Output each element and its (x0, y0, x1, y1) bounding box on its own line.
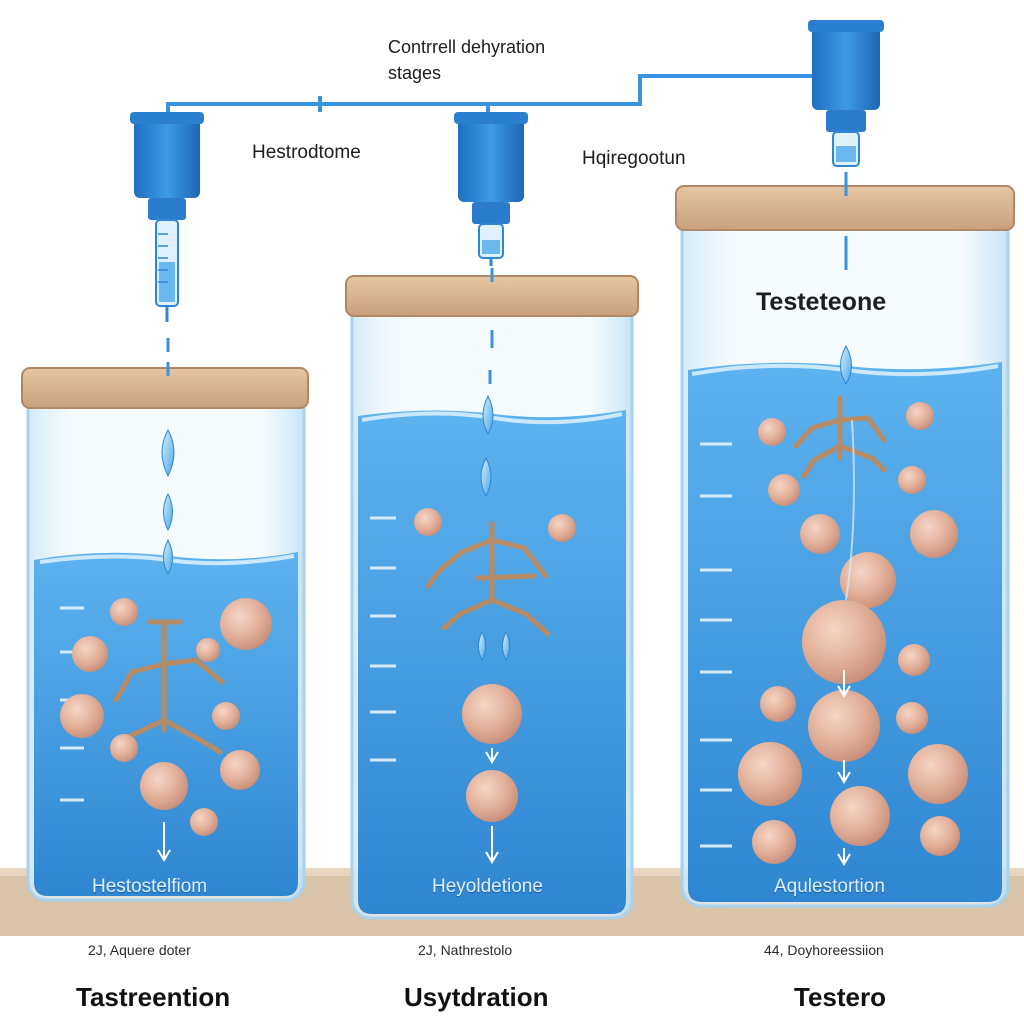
injector-label-1: Hestrodtome (252, 142, 361, 163)
container-1-inner-label: Hestostelfiom (92, 876, 208, 897)
container-1-sub-label: 2J, Aquere doter (88, 942, 191, 958)
diagram-title-line1: Contrrell dehyration (388, 37, 546, 57)
container-2-inner-label: Heyoldetione (432, 876, 543, 897)
injector-3 (808, 20, 884, 167)
container-3-top-label: Testeteone (756, 288, 887, 316)
injector-label-2: Hqiregootun (582, 148, 686, 169)
container-2 (345, 268, 639, 920)
container-1 (21, 338, 309, 902)
diagram-title-line2: stages (388, 63, 442, 83)
connecting-pipes (166, 74, 812, 118)
container-3-sub-label: 44, Doyhoreessiion (764, 942, 884, 958)
container-3 (675, 172, 1015, 908)
container-3-bottom-label: Testero (794, 982, 886, 1012)
injector-1 (130, 112, 204, 322)
container-1-bottom-label: Tastreention (76, 982, 231, 1012)
container-3-inner-label: Aqulestortion (774, 876, 885, 897)
container-2-sub-label: 2J, Nathrestolo (418, 942, 513, 958)
injector-2 (454, 112, 528, 266)
container-2-bottom-label: Usytdration (404, 982, 549, 1012)
